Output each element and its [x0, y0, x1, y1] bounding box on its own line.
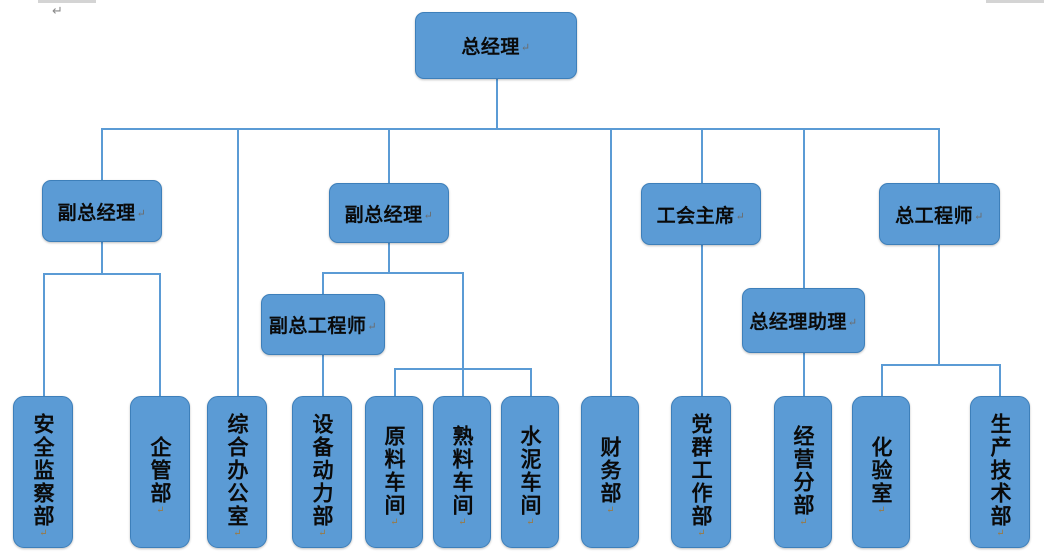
node-union-chairman[interactable]: 工会主席	[641, 183, 761, 245]
node-laboratory[interactable]: 化验室	[852, 396, 910, 548]
node-gm-assistant[interactable]: 总经理助理	[742, 288, 865, 353]
node-deputy-general-manager-1[interactable]: 副总经理	[42, 180, 162, 242]
node-party-mass-work-dept[interactable]: 党群工作部	[671, 396, 731, 548]
node-general-manager[interactable]: 总经理	[415, 12, 577, 79]
node-business-division[interactable]: 经营分部	[774, 396, 832, 548]
node-label: 生产技术部	[985, 413, 1015, 539]
connector-dgm1-bus	[43, 273, 161, 275]
page-margin-guide-right	[986, 0, 1044, 3]
node-label: 副总经理	[58, 198, 147, 225]
connector-drop-finance	[610, 128, 612, 396]
node-label: 熟料车间	[447, 425, 477, 528]
connector-drop-dgm1	[101, 128, 103, 183]
connector-drop-union	[701, 128, 703, 183]
node-deputy-chief-engineer[interactable]: 副总工程师	[261, 294, 385, 355]
connector-main-bus	[101, 128, 939, 130]
connector-drop-gmassist	[803, 128, 805, 288]
node-finance-dept[interactable]: 财务部	[581, 396, 639, 548]
connector-bus-to-rawmat	[394, 368, 396, 396]
node-label: 原料车间	[379, 425, 409, 528]
node-label: 总经理	[461, 32, 530, 59]
node-label: 水泥车间	[515, 425, 545, 528]
node-raw-material-workshop[interactable]: 原料车间	[365, 396, 423, 548]
node-label: 副总工程师	[269, 311, 377, 338]
node-label: 副总经理	[345, 200, 434, 227]
node-label: 综合办公室	[222, 413, 252, 539]
connector-gmassist-to-bizdiv	[803, 353, 805, 396]
connector-chiefeng-stem	[938, 245, 940, 365]
connector-chiefeng-to-lab	[881, 364, 883, 396]
node-enterprise-management-dept[interactable]: 企管部	[130, 396, 190, 548]
node-label: 设备动力部	[307, 413, 337, 539]
page-margin-guide-left	[38, 0, 96, 3]
node-label: 企管部	[145, 436, 175, 516]
node-production-technology-dept[interactable]: 生产技术部	[970, 396, 1030, 548]
node-label: 党群工作部	[686, 413, 716, 539]
node-label: 经营分部	[788, 425, 818, 528]
connector-dchiefeng-to-equipment	[322, 355, 324, 396]
connector-dgm2-to-workshops	[462, 272, 464, 369]
connector-drop-chiefeng	[938, 128, 940, 183]
node-label: 财务部	[595, 436, 625, 516]
node-equipment-power-dept[interactable]: 设备动力部	[292, 396, 352, 548]
connector-bus-to-clinker	[462, 368, 464, 396]
node-label: 工会主席	[657, 201, 746, 228]
node-chief-engineer[interactable]: 总工程师	[879, 183, 1000, 245]
node-clinker-workshop[interactable]: 熟料车间	[433, 396, 491, 548]
connector-union-to-party	[701, 245, 703, 396]
connector-bus-to-cement	[530, 368, 532, 396]
node-general-office[interactable]: 综合办公室	[207, 396, 267, 548]
node-safety-inspection-dept[interactable]: 安全监察部	[13, 396, 73, 548]
connector-dgm2-bus	[322, 272, 463, 274]
connector-chiefeng-to-prodtech	[999, 364, 1001, 396]
node-label: 总工程师	[895, 201, 984, 228]
node-label: 化验室	[866, 436, 896, 516]
connector-root-stem	[496, 79, 498, 129]
node-cement-workshop[interactable]: 水泥车间	[501, 396, 559, 548]
connector-dgm1-to-entmgmt	[159, 273, 161, 396]
node-label: 安全监察部	[28, 413, 58, 539]
connector-dgm2-stem	[388, 242, 390, 273]
node-label: 总经理助理	[749, 307, 857, 334]
connector-dgm1-to-safety	[43, 273, 45, 396]
node-deputy-general-manager-2[interactable]: 副总经理	[329, 183, 449, 243]
connector-drop-dgm2	[388, 128, 390, 183]
connector-chiefeng-bus	[881, 364, 1001, 366]
connector-dgm2-to-dchiefeng	[322, 272, 324, 294]
connector-dgm1-stem	[101, 242, 103, 274]
connector-drop-genoffice	[237, 128, 239, 396]
paragraph-mark: ↵	[52, 4, 63, 19]
